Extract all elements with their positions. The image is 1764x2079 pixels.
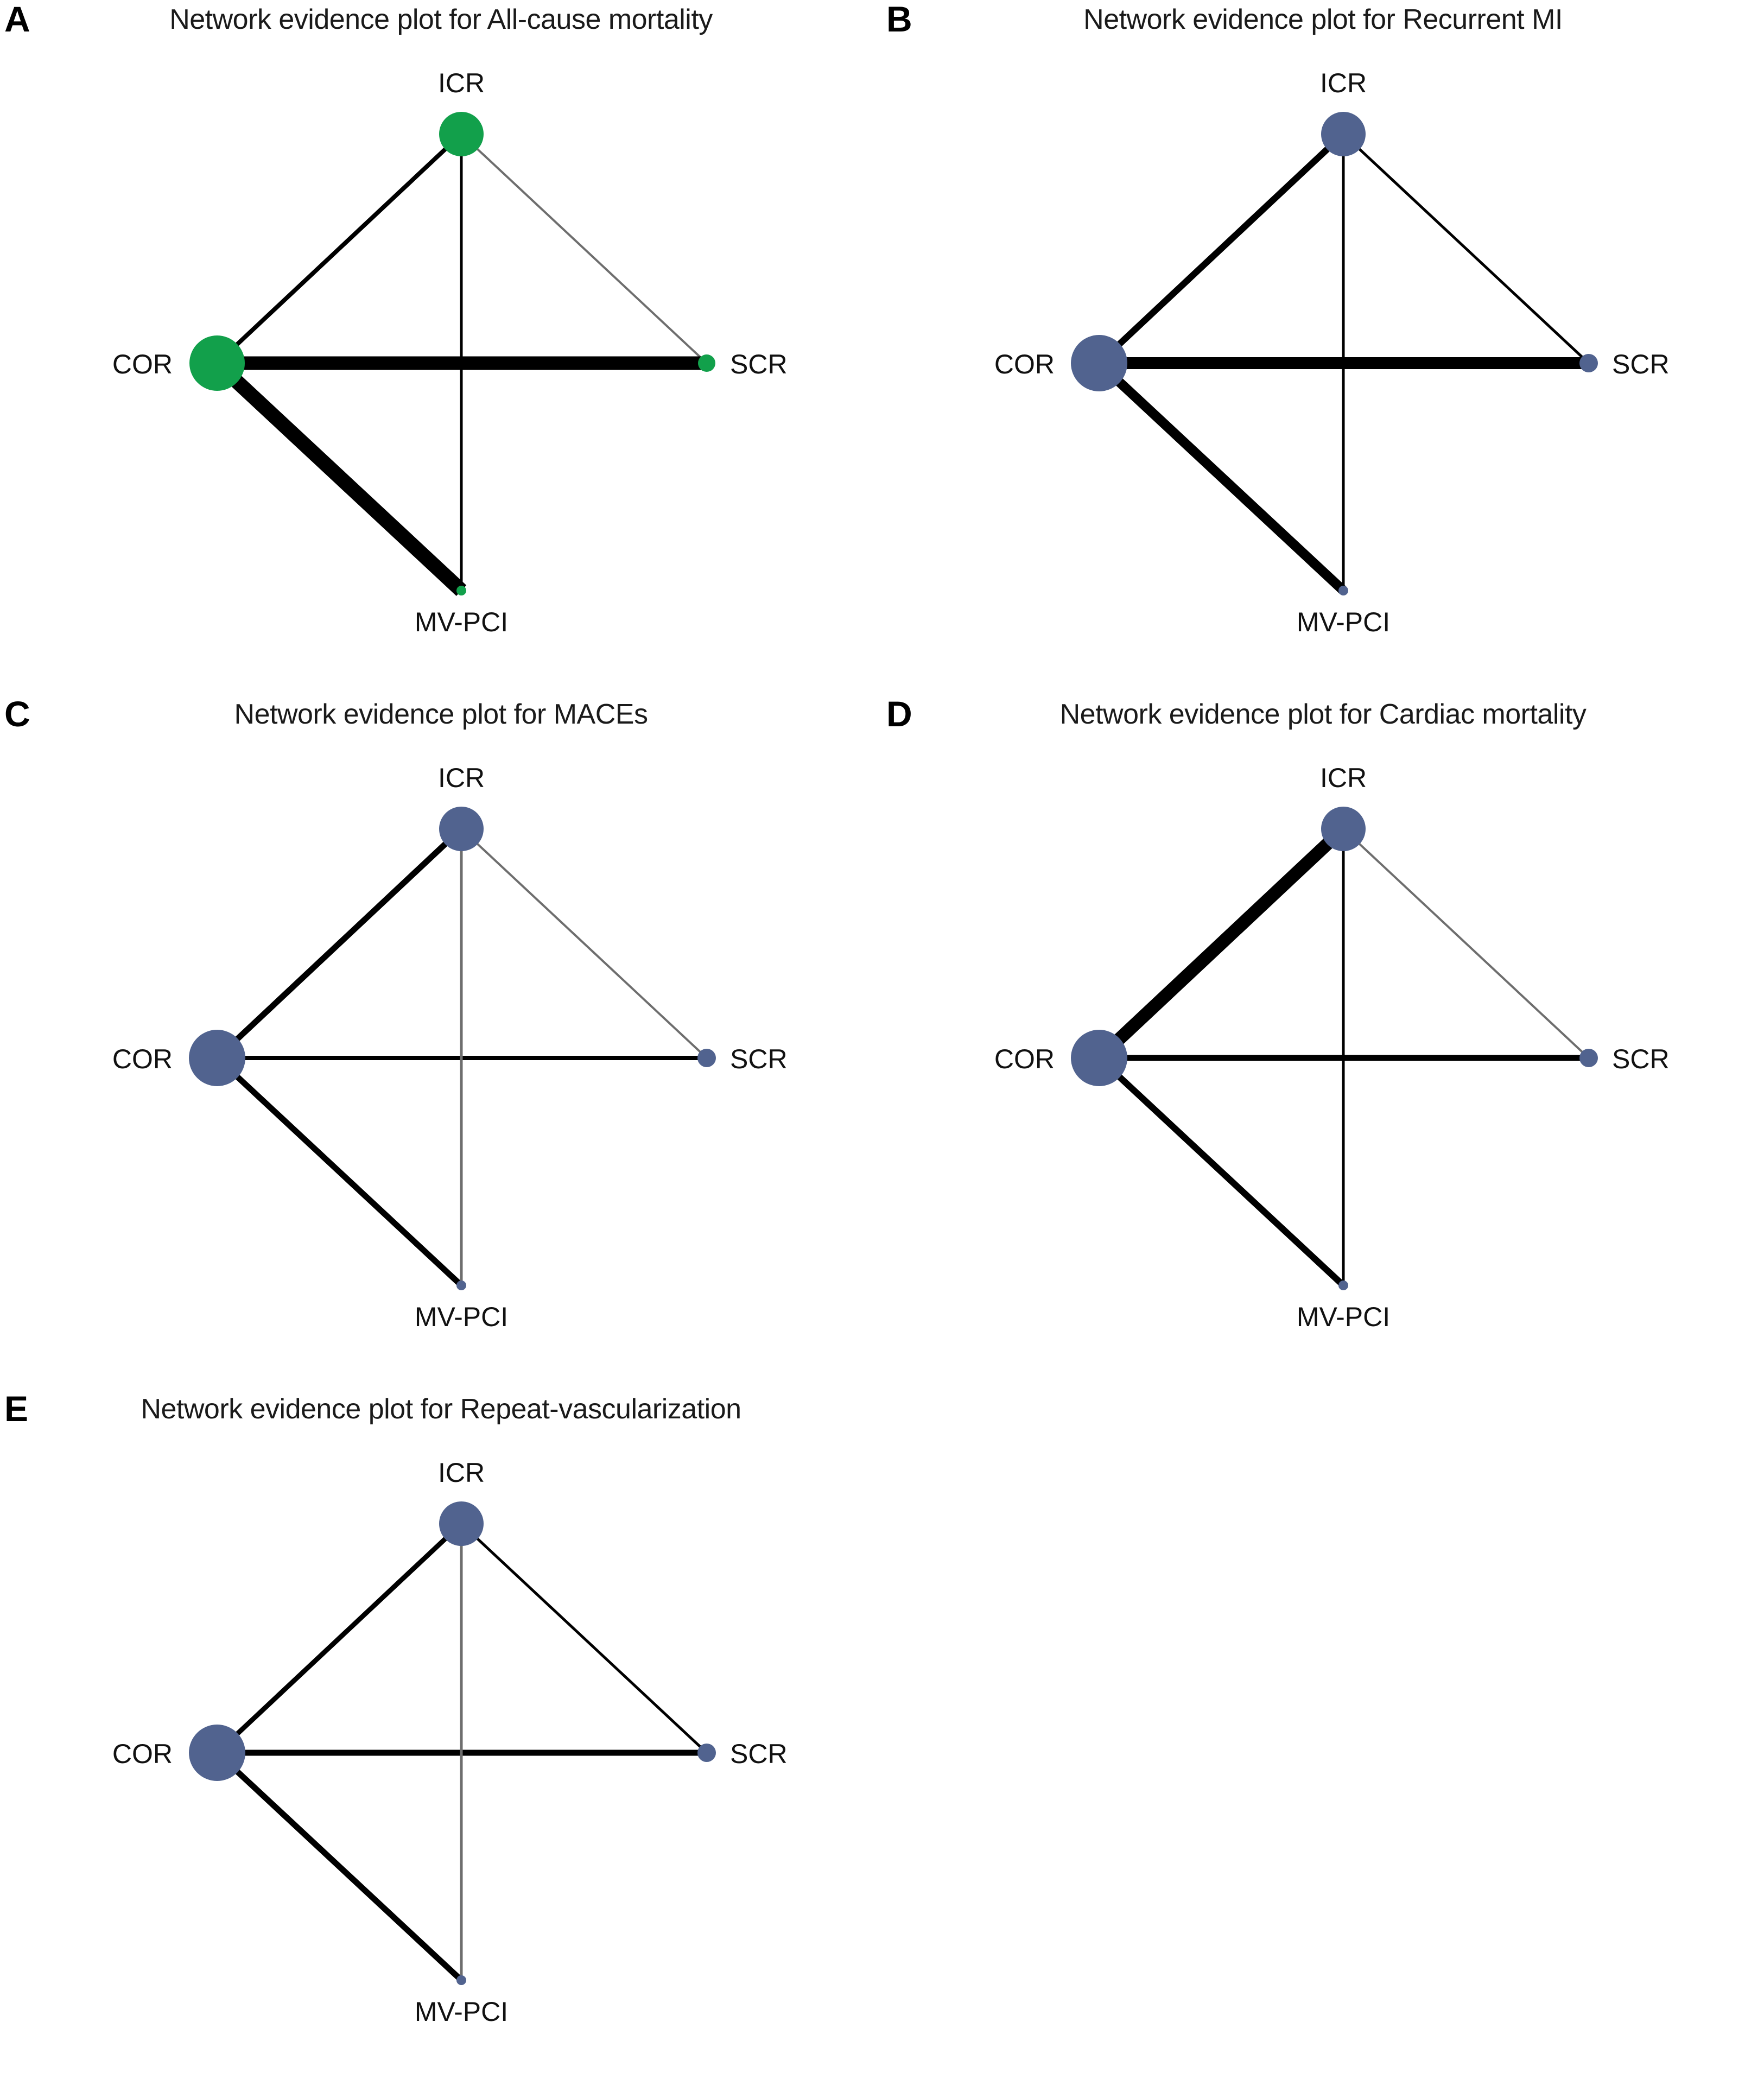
node-label-icr: ICR [438, 1457, 485, 1488]
node-label-icr: ICR [1320, 68, 1367, 98]
edge-group [215, 1522, 708, 1983]
node-scr[interactable] [1579, 1049, 1598, 1067]
edge-cor-mv-pci [212, 358, 467, 596]
node-icr[interactable] [439, 807, 484, 851]
node-label-group: ICR COR SCR MV-PCI [994, 68, 1670, 637]
panel-title-e: Network evidence plot for Repeat-vascula… [141, 1393, 741, 1425]
node-label-scr: SCR [730, 349, 788, 379]
edge-icr-scr [460, 828, 708, 1059]
node-icr[interactable] [439, 112, 484, 156]
node-mvpci[interactable] [1338, 586, 1348, 595]
node-mvpci[interactable] [456, 1975, 466, 1985]
panel-title-d: Network evidence plot for Cardiac mortal… [1059, 699, 1587, 730]
node-label-mvpci: MV-PCI [415, 1996, 508, 2027]
edge-cor-icr [215, 132, 463, 365]
node-mvpci[interactable] [456, 586, 466, 595]
node-label-scr: SCR [730, 1739, 788, 1769]
edge-group [1094, 824, 1590, 1288]
node-label-mvpci: MV-PCI [1297, 607, 1390, 637]
edge-icr-scr [1342, 828, 1590, 1059]
node-label-mvpci: MV-PCI [1297, 1302, 1390, 1332]
node-scr[interactable] [1579, 354, 1598, 372]
node-cor[interactable] [189, 335, 245, 391]
node-label-cor: COR [994, 1044, 1055, 1074]
node-label-scr: SCR [1612, 349, 1670, 379]
node-label-cor: COR [112, 1739, 173, 1769]
edge-cor-icr [1096, 131, 1346, 366]
edge-cor-icr [215, 1522, 464, 1755]
edge-cor-mv-pci [215, 1750, 464, 1983]
node-cor[interactable] [189, 1030, 245, 1086]
node-label-scr: SCR [1612, 1044, 1670, 1074]
panel-letter-b: B [886, 0, 912, 39]
network-panel-d: D Network evidence plot for Cardiac morta… [882, 695, 1764, 1384]
node-group [1071, 807, 1598, 1290]
node-group [189, 112, 715, 595]
edge-cor-icr [1094, 824, 1348, 1063]
network-diagram-b: ICR COR SCR MV-PCI [994, 68, 1670, 637]
node-group [189, 807, 716, 1290]
node-mvpci[interactable] [456, 1281, 466, 1290]
node-scr[interactable] [698, 354, 715, 372]
panel-letter-e: E [4, 1389, 29, 1429]
node-group [189, 1501, 716, 1985]
node-label-group: ICR COR SCR MV-PCI [112, 68, 788, 637]
node-cor[interactable] [1071, 335, 1127, 391]
node-label-icr: ICR [438, 763, 485, 793]
node-icr[interactable] [1321, 112, 1366, 156]
network-diagram-d: ICR COR SCR MV-PCI [994, 763, 1670, 1332]
edge-group [1095, 131, 1590, 594]
node-label-group: ICR COR SCR MV-PCI [994, 763, 1670, 1332]
network-panel-b: B Network evidence plot for Recurrent MI I… [882, 0, 1764, 689]
panel-title-c: Network evidence plot for MACEs [234, 699, 648, 730]
node-label-icr: ICR [438, 68, 485, 98]
node-label-mvpci: MV-PCI [415, 1302, 508, 1332]
network-diagram-e: ICR COR SCR MV-PCI [112, 1457, 788, 2027]
edge-group [215, 826, 708, 1288]
edge-group [212, 132, 708, 596]
node-label-group: ICR COR SCR MV-PCI [112, 763, 788, 1332]
node-cor[interactable] [1071, 1030, 1127, 1086]
panel-letter-a: A [4, 0, 30, 39]
panel-title-b: Network evidence plot for Recurrent MI [1083, 4, 1563, 35]
node-icr[interactable] [439, 1501, 484, 1546]
node-label-mvpci: MV-PCI [415, 607, 508, 637]
network-diagram-a: ICR COR SCR MV-PCI [112, 68, 788, 637]
edge-icr-scr [460, 133, 708, 364]
edge-cor-mv-pci [215, 1055, 464, 1288]
node-scr[interactable] [697, 1049, 716, 1067]
node-label-cor: COR [994, 349, 1055, 379]
node-cor[interactable] [189, 1725, 245, 1781]
edge-cor-icr [215, 826, 464, 1061]
panel-letter-c: C [4, 694, 30, 734]
node-label-icr: ICR [1320, 763, 1367, 793]
panel-letter-d: D [886, 694, 912, 734]
node-label-cor: COR [112, 1044, 173, 1074]
edge-cor-mv-pci [1096, 1055, 1346, 1288]
node-group [1071, 112, 1598, 595]
node-mvpci[interactable] [1338, 1281, 1348, 1290]
node-icr[interactable] [1321, 807, 1366, 851]
panel-title-a: Network evidence plot for All-cause mort… [169, 4, 713, 35]
node-label-cor: COR [112, 349, 173, 379]
node-label-group: ICR COR SCR MV-PCI [112, 1457, 788, 2027]
edge-icr-scr [1342, 133, 1590, 364]
network-panel-a: A Network evidence plot for All-cause mor… [0, 0, 882, 689]
edge-icr-scr [460, 1523, 708, 1754]
node-label-scr: SCR [730, 1044, 788, 1074]
edge-cor-mv-pci [1095, 359, 1347, 594]
node-scr[interactable] [697, 1744, 716, 1762]
network-panel-e: E Network evidence plot for Repeat-vascul… [0, 1390, 882, 2079]
network-diagram-c: ICR COR SCR MV-PCI [112, 763, 788, 1332]
